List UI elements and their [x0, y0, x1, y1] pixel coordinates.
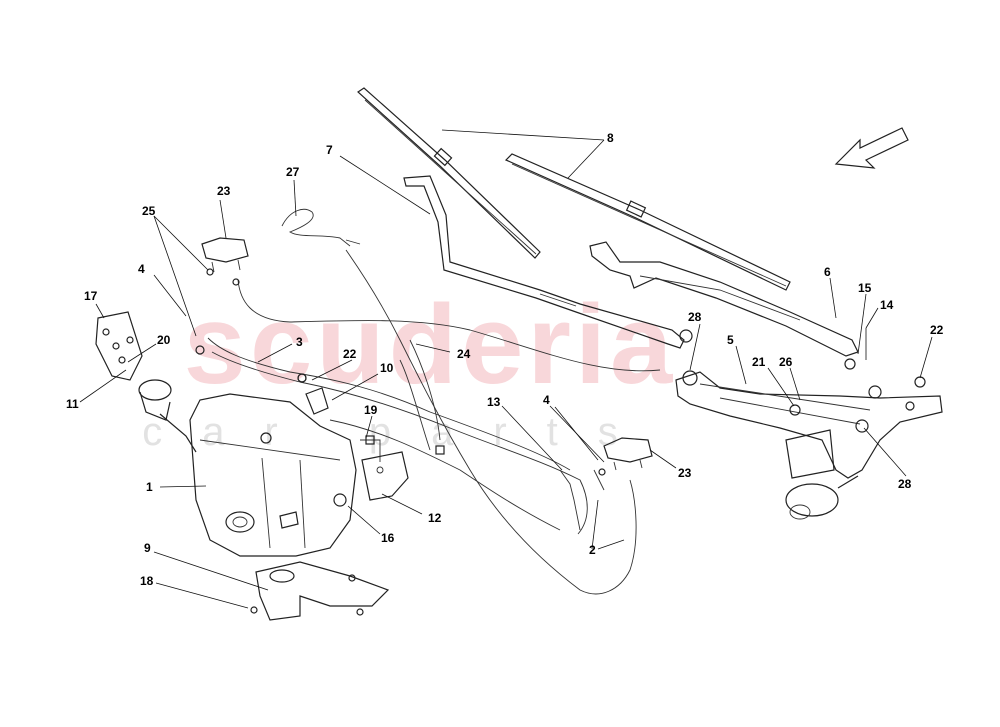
wiper-arm-left: [403, 175, 685, 349]
washer-nozzle-left: [201, 237, 249, 273]
callout-17: 17: [84, 289, 98, 303]
callout-26: 26: [779, 355, 793, 369]
callout-27: 27: [286, 165, 300, 179]
leader-lines: [79, 129, 933, 609]
callout-20: 20: [157, 333, 171, 347]
callout-8: 8: [607, 131, 614, 145]
filler-neck: [95, 311, 197, 453]
pump-bracket: [361, 451, 409, 501]
reservoir-bracket: [250, 561, 390, 621]
callout-2: 2: [589, 543, 596, 557]
callout-7: 7: [326, 143, 333, 157]
arrow-down-left-icon: [834, 127, 909, 169]
callout-18: 18: [140, 574, 154, 588]
callout-14: 14: [880, 298, 894, 312]
washer-hoses: [207, 208, 661, 595]
wiper-blade-right: [504, 153, 791, 291]
callout-9: 9: [144, 541, 151, 555]
callout-22: 22: [343, 347, 357, 361]
washer-nozzle-right: [603, 437, 653, 471]
callout-5: 5: [727, 333, 734, 347]
fitting: [297, 373, 329, 415]
callout-22-right: 22: [930, 323, 944, 337]
callout-21: 21: [752, 355, 766, 369]
callout-23: 23: [217, 184, 231, 198]
callout-3: 3: [296, 335, 303, 349]
callout-24: 24: [457, 347, 471, 361]
callout-6: 6: [824, 265, 831, 279]
wiper-linkage: [675, 329, 943, 520]
callout-10: 10: [380, 361, 394, 375]
hardware: [195, 268, 606, 476]
callout-25: 25: [142, 204, 156, 218]
callout-12: 12: [428, 511, 442, 525]
callout-13: 13: [487, 395, 501, 409]
callout-28: 28: [688, 310, 702, 324]
callout-16: 16: [381, 531, 395, 545]
callout-19: 19: [364, 403, 378, 417]
wiper-arm-right: [589, 241, 859, 357]
callout-4-right: 4: [543, 393, 550, 407]
callout-1: 1: [146, 480, 153, 494]
callout-11: 11: [66, 397, 79, 411]
callout-4: 4: [138, 262, 145, 276]
callout-28-right: 28: [898, 477, 912, 491]
washer-reservoir: [189, 393, 357, 557]
callout-15: 15: [858, 281, 872, 295]
wiper-blade-left: [357, 87, 541, 259]
callout-23-right: 23: [678, 466, 692, 480]
